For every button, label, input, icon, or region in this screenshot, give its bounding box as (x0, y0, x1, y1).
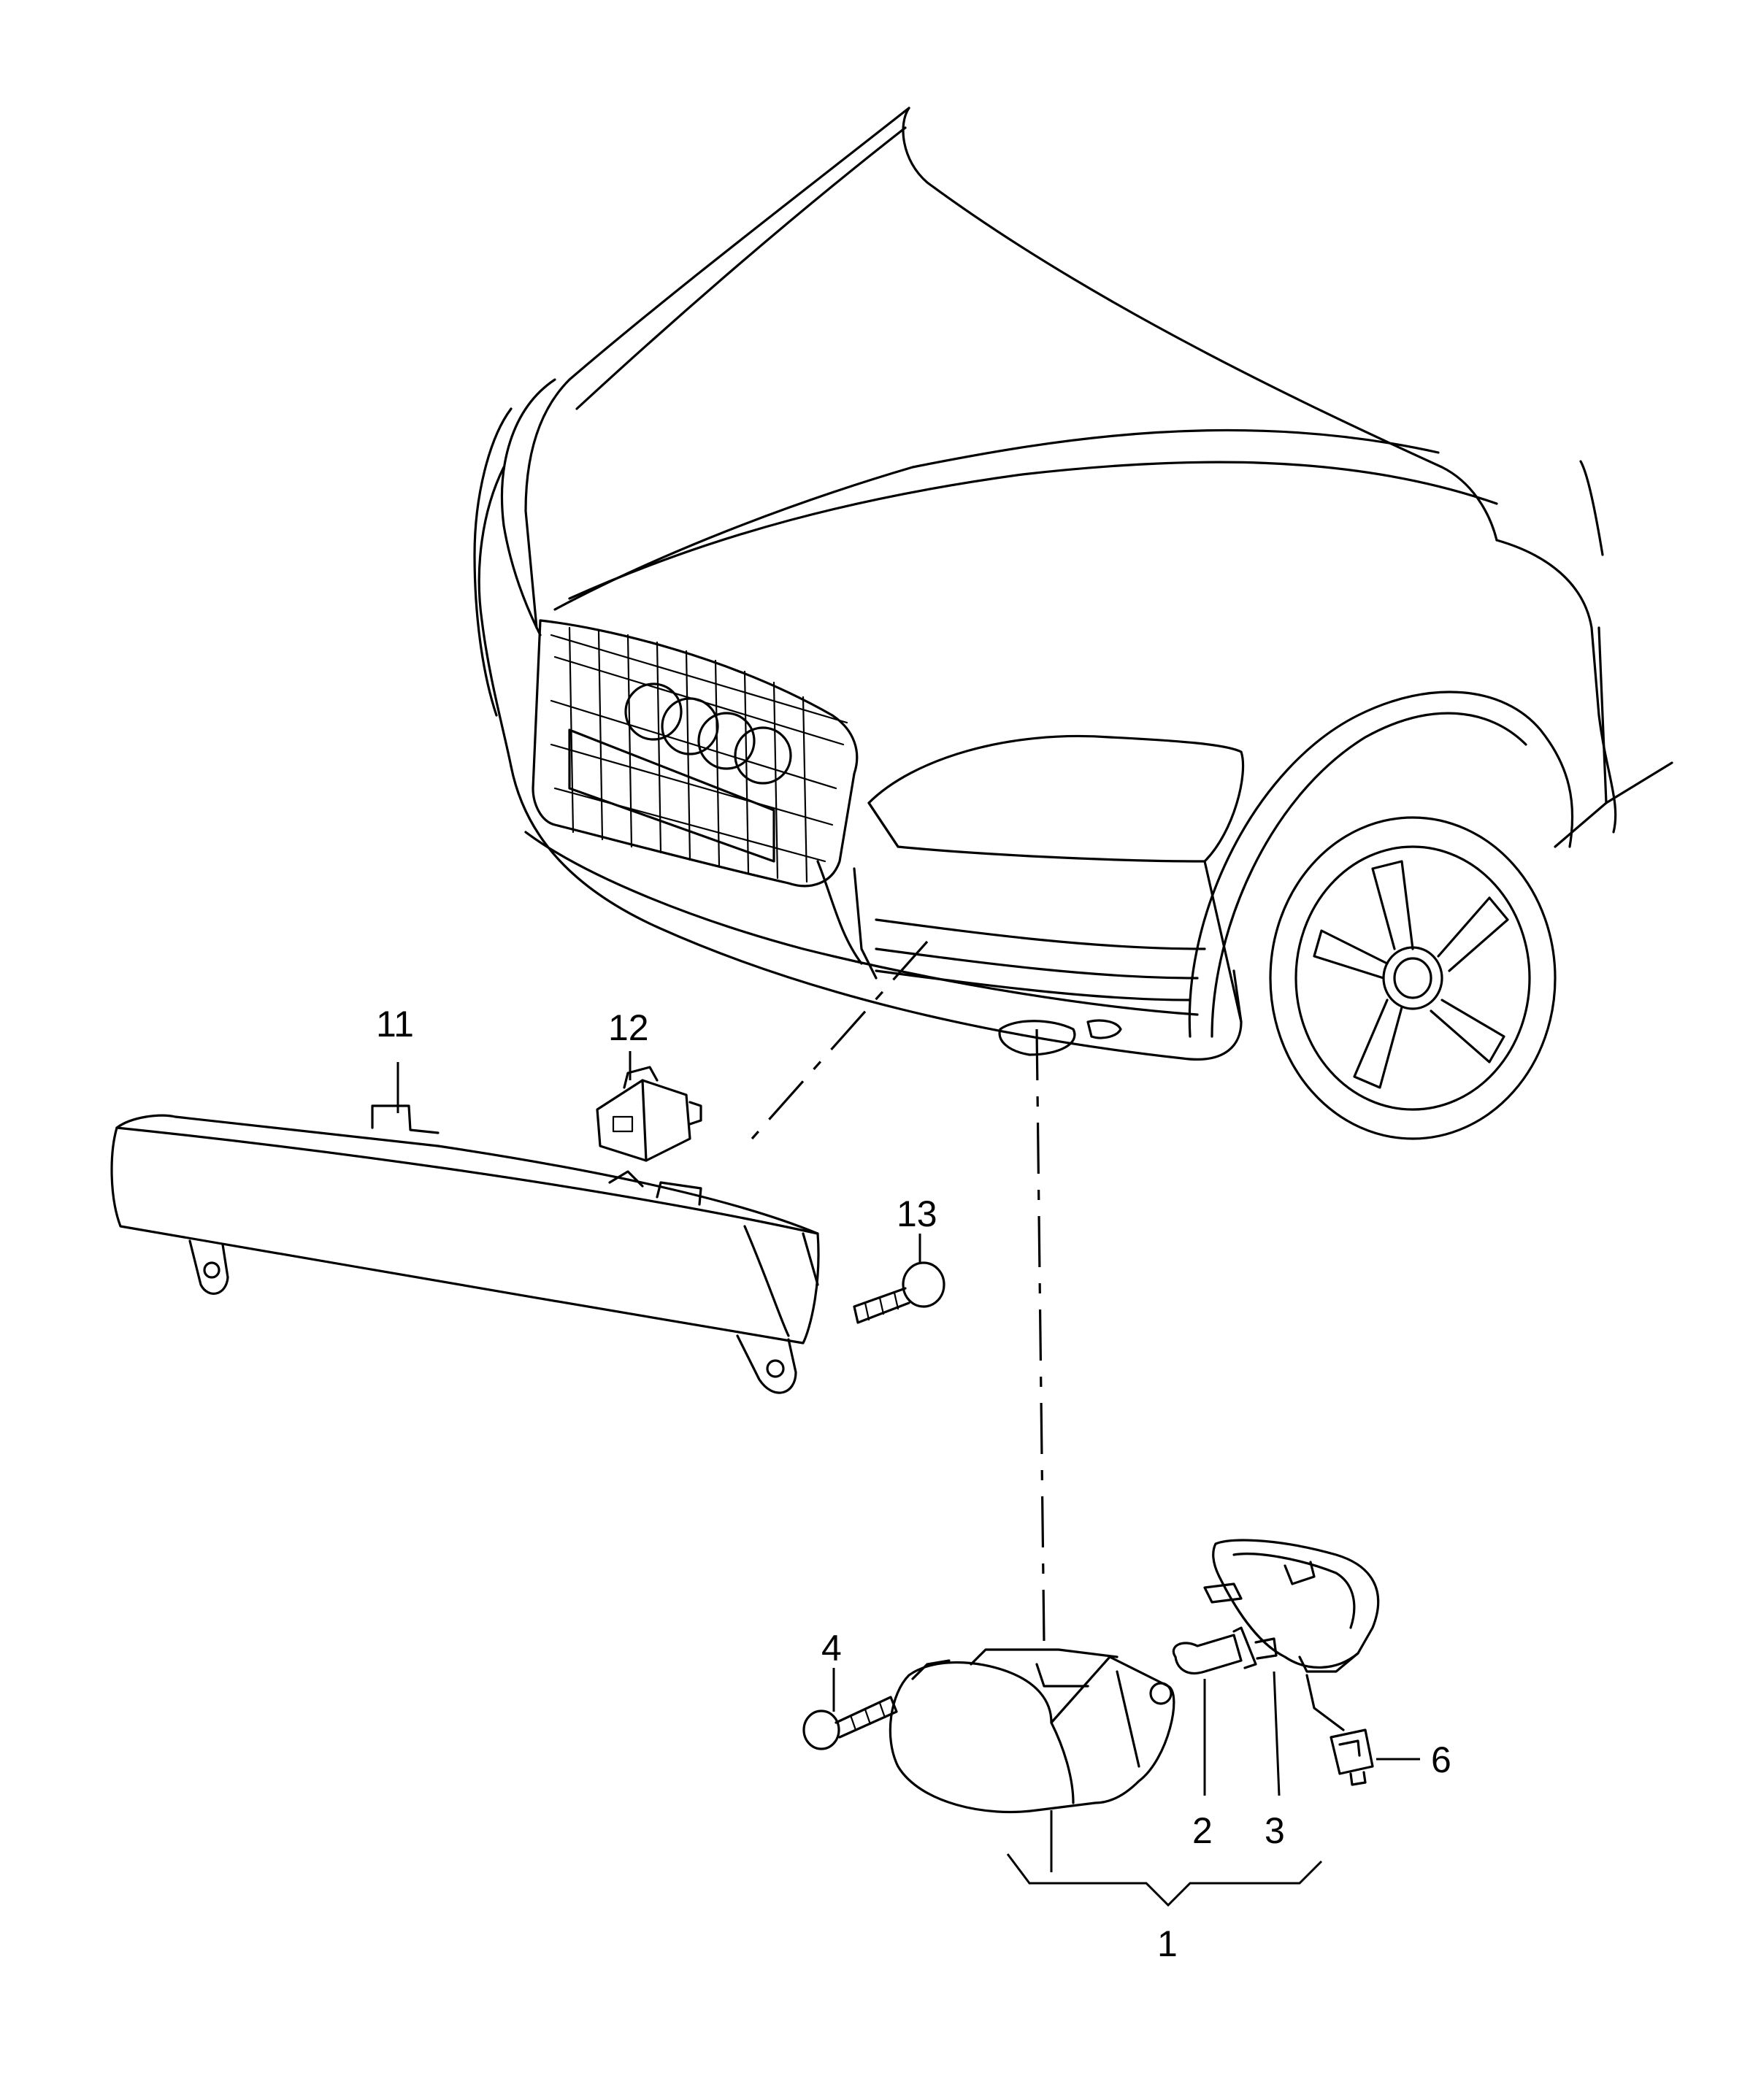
part-2-bulb (1172, 1626, 1278, 1674)
callout-2: 2 (1192, 1810, 1213, 1851)
leader-lines (396, 940, 1420, 1907)
part-3-bracket (1203, 1539, 1380, 1673)
part-6-connector (1305, 1674, 1374, 1786)
callout-3: 3 (1265, 1810, 1285, 1851)
callout-6: 6 (1431, 1739, 1451, 1780)
callout-1: 1 (1157, 1923, 1178, 1964)
callout-4: 4 (821, 1628, 842, 1669)
part-4-screw (802, 1696, 898, 1750)
part-11-trim-strip (110, 1104, 820, 1394)
callout-labels: 1 2 3 4 6 11 12 13 (376, 1004, 1451, 1964)
callout-11: 11 (376, 1004, 414, 1045)
part-13-screw (853, 1261, 945, 1324)
part-12-connector (596, 1066, 702, 1162)
callout-13: 13 (897, 1193, 937, 1234)
part-1-fog-lamp (889, 1648, 1175, 1814)
vehicle-front-illustration (473, 107, 1673, 1140)
callout-12: 12 (608, 1007, 649, 1048)
